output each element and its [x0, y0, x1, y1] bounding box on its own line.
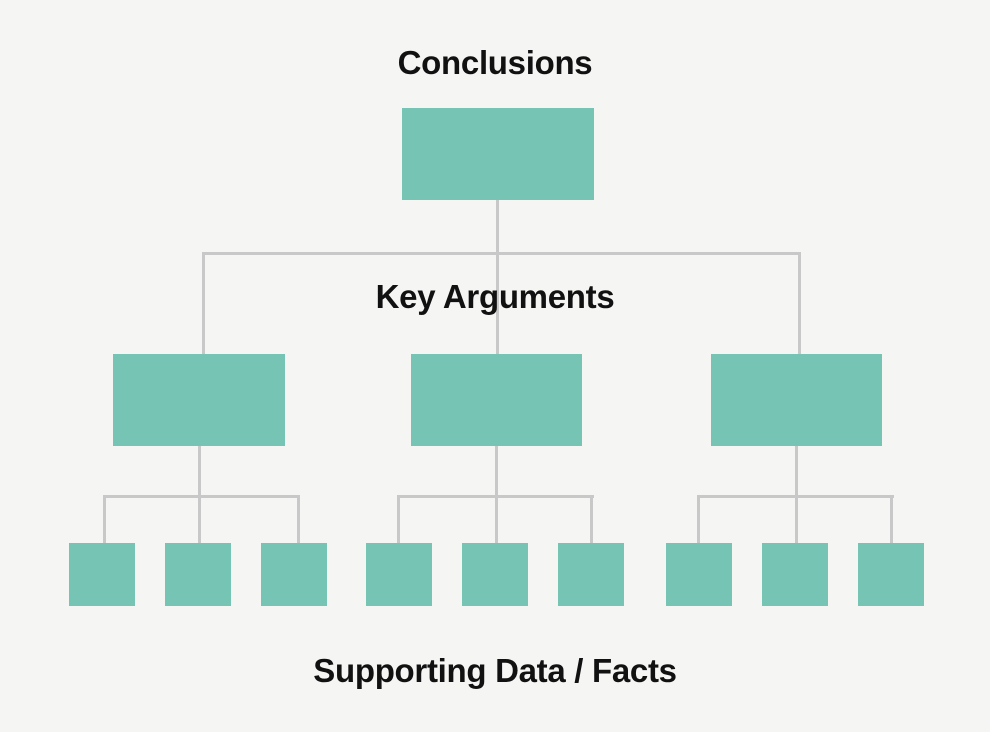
- connector-group2-right-drop: [590, 495, 593, 543]
- connector-group1-center-vertical: [198, 446, 201, 543]
- supporting-data-box-7: [666, 543, 732, 606]
- supporting-data-box-8: [762, 543, 828, 606]
- supporting-data-box-6: [558, 543, 624, 606]
- key-argument-box-3: [711, 354, 882, 446]
- connector-top-center-vertical: [496, 200, 499, 354]
- connector-group2-left-drop: [397, 495, 400, 543]
- connector-top-left-drop: [202, 252, 205, 354]
- connector-group2-horizontal: [397, 495, 594, 498]
- connector-group1-left-drop: [103, 495, 106, 543]
- connector-top-horizontal: [202, 252, 801, 255]
- supporting-data-label: Supporting Data / Facts: [313, 652, 677, 689]
- supporting-data-box-3: [261, 543, 327, 606]
- key-argument-box-2: [411, 354, 582, 446]
- supporting-data-box-2: [165, 543, 231, 606]
- connector-group1-horizontal: [103, 495, 300, 498]
- connector-group1-right-drop: [297, 495, 300, 543]
- connector-group2-center-vertical: [495, 446, 498, 543]
- connector-group3-right-drop: [890, 495, 893, 543]
- supporting-data-box-5: [462, 543, 528, 606]
- connector-top-right-drop: [798, 252, 801, 354]
- connector-group3-center-vertical: [795, 446, 798, 543]
- key-arguments-label: Key Arguments: [375, 278, 615, 315]
- supporting-data-box-1: [69, 543, 135, 606]
- connector-group3-horizontal: [697, 495, 894, 498]
- supporting-data-box-4: [366, 543, 432, 606]
- connector-group3-left-drop: [697, 495, 700, 543]
- supporting-data-box-9: [858, 543, 924, 606]
- conclusions-label: Conclusions: [397, 44, 593, 81]
- key-argument-box-1: [113, 354, 285, 446]
- conclusion-box: [402, 108, 594, 200]
